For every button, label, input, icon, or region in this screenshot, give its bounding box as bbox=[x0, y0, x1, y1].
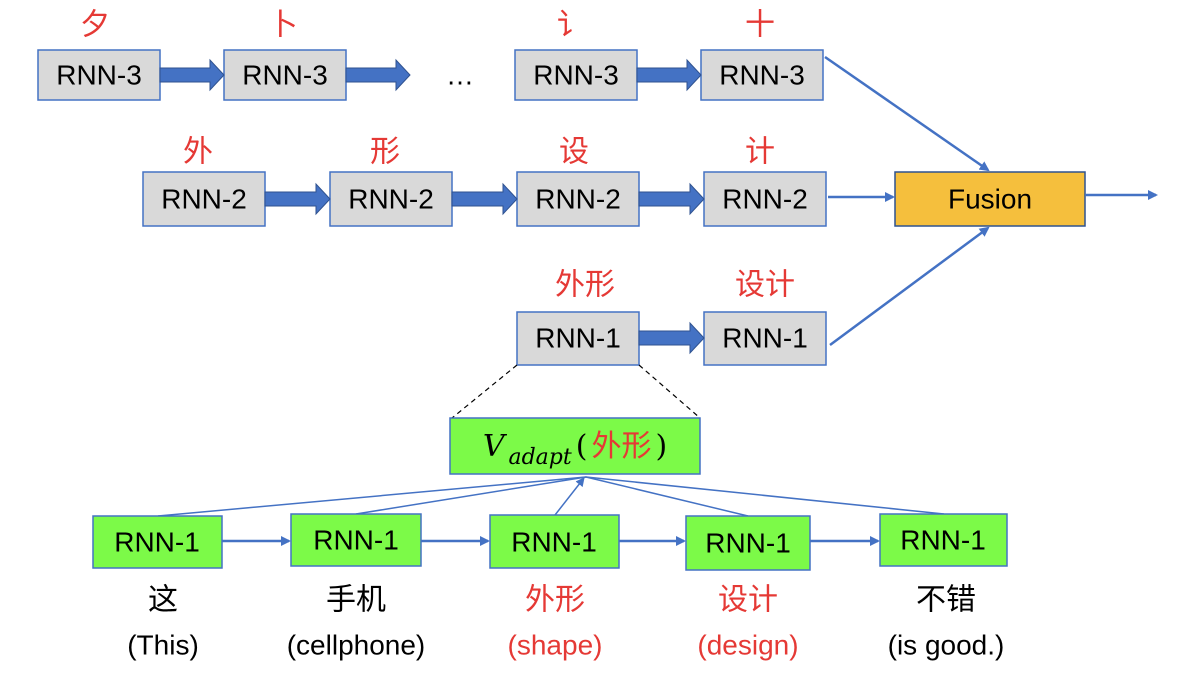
rnn2-label-1: 外 bbox=[183, 135, 213, 170]
rnn2-arrow-2 bbox=[451, 182, 518, 216]
input-box-5-label: RNN-1 bbox=[900, 525, 986, 556]
rnn3-box-1-label: RNN-3 bbox=[56, 60, 142, 91]
rnn3-box-2-label: RNN-3 bbox=[242, 60, 328, 91]
rnn3-box-4 bbox=[700, 49, 824, 101]
fusion-box bbox=[894, 171, 1086, 227]
rnn1-box-1-label: RNN-1 bbox=[535, 323, 621, 354]
rnn2-box-3 bbox=[516, 171, 640, 227]
adapt-close-paren: ) bbox=[655, 429, 667, 464]
word-3-en: (shape) bbox=[508, 630, 603, 661]
rnn2-row: 外 形 设 计 RNN-2 RNN-2 RNN-2 RNN-2 bbox=[142, 135, 827, 227]
adapt-formula: V adapt ( 外形 ) bbox=[483, 429, 667, 470]
rnn2-box-4-label: RNN-2 bbox=[722, 184, 808, 215]
rnn3-box-3-label: RNN-3 bbox=[533, 60, 619, 91]
adapt-subscript: adapt bbox=[508, 445, 571, 470]
rnn1-box-1 bbox=[516, 311, 640, 366]
input-box-1-label: RNN-1 bbox=[114, 527, 200, 558]
input-box-4-label: RNN-1 bbox=[705, 528, 791, 559]
word-2-en: (cellphone) bbox=[287, 630, 426, 661]
rnn2-box-2-label: RNN-2 bbox=[348, 184, 434, 215]
rnn3-label-2: 卜 bbox=[268, 8, 298, 43]
rnn2-label-2: 形 bbox=[370, 135, 400, 170]
word-2-zh: 手机 bbox=[326, 583, 386, 618]
input-box-4 bbox=[685, 515, 811, 571]
rnn3-arrow-2 bbox=[345, 58, 411, 92]
attention-line-5 bbox=[585, 476, 945, 515]
attention-line-4 bbox=[585, 476, 749, 517]
rnn2-label-3: 设 bbox=[559, 135, 589, 170]
rnn3-box-3 bbox=[514, 49, 638, 101]
input-box-5 bbox=[879, 513, 1008, 567]
rnn3-ellipsis: … bbox=[446, 60, 474, 91]
rnn3-arrow-1 bbox=[159, 58, 225, 92]
rnn1-box-2-label: RNN-1 bbox=[722, 323, 808, 354]
rnn1-label-1: 外形 bbox=[555, 268, 615, 303]
rnn2-label-4: 计 bbox=[745, 135, 775, 170]
attention-line-2 bbox=[355, 476, 587, 515]
rnn2-arrow-1 bbox=[264, 182, 331, 216]
word-3-zh: 外形 bbox=[525, 583, 585, 618]
rnn2-box-1 bbox=[142, 171, 266, 227]
rnn3-box-1 bbox=[37, 49, 161, 101]
input-words: 这 (This) 手机 (cellphone) 外形 (shape) 设计 (d… bbox=[127, 583, 1004, 661]
input-box-2-label: RNN-1 bbox=[313, 525, 399, 556]
attention-line-3 bbox=[554, 477, 585, 516]
input-box-3-label: RNN-1 bbox=[511, 527, 597, 558]
rnn3-to-fusion-arrow bbox=[824, 55, 990, 172]
rnn2-arrow-3 bbox=[638, 182, 705, 216]
rnn3-box-2 bbox=[223, 49, 347, 101]
word-5-en: (is good.) bbox=[888, 630, 1005, 661]
word-1-en: (This) bbox=[127, 630, 199, 661]
zoom-dash-left bbox=[451, 364, 518, 419]
adapt-box bbox=[449, 417, 701, 475]
word-4-en: (design) bbox=[697, 630, 798, 661]
rnn3-label-3: 讠 bbox=[557, 8, 587, 43]
word-5-zh: 不错 bbox=[916, 583, 976, 618]
rnn3-box-4-label: RNN-3 bbox=[719, 60, 805, 91]
attention-lines bbox=[157, 476, 945, 517]
fusion-block: Fusion bbox=[824, 55, 1158, 347]
attention-line-1 bbox=[157, 476, 587, 517]
zoom-dash-right bbox=[638, 364, 701, 419]
rnn2-box-1-label: RNN-2 bbox=[161, 184, 247, 215]
word-1-zh: 这 bbox=[148, 583, 178, 618]
rnn3-label-4: 十 bbox=[745, 8, 775, 43]
rnn1-box-2 bbox=[703, 311, 827, 366]
adapt-word: 外形 bbox=[591, 429, 651, 464]
rnn3-arrow-3 bbox=[636, 58, 702, 92]
adapt-block: V adapt ( 外形 ) bbox=[449, 417, 701, 475]
adapt-open-paren: ( bbox=[576, 429, 588, 464]
adapt-symbol: V bbox=[483, 429, 508, 464]
rnn3-label-1: 夕 bbox=[80, 8, 110, 43]
fusion-label: Fusion bbox=[948, 184, 1032, 215]
rnn1-to-fusion-arrow bbox=[829, 226, 990, 347]
rnn1-row: 外形 设计 RNN-1 RNN-1 bbox=[451, 268, 827, 419]
word-4-zh: 设计 bbox=[718, 583, 778, 618]
rnn2-box-3-label: RNN-2 bbox=[535, 184, 621, 215]
rnn1-label-2: 设计 bbox=[735, 268, 795, 303]
rnn3-row: 夕 卜 讠 十 RNN-3 RNN-3 RNN-3 RNN-3 … bbox=[37, 8, 824, 101]
input-row: RNN-1 RNN-1 RNN-1 RNN-1 RNN-1 bbox=[92, 513, 1008, 571]
rnn1-arrow-1 bbox=[638, 321, 705, 355]
